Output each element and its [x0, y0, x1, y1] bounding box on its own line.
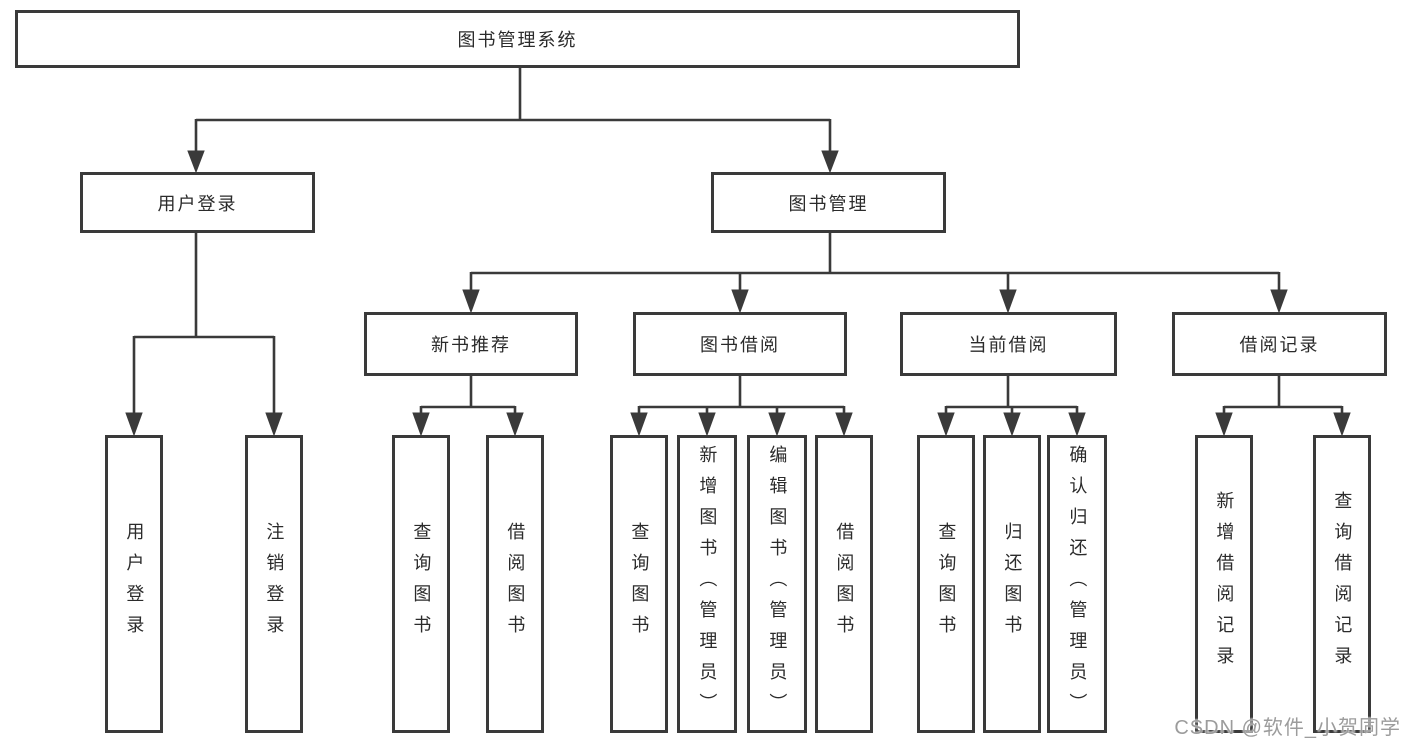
book-management-branch-box: 图书管理 — [711, 172, 946, 233]
root-box: 图书管理系统 — [15, 10, 1020, 68]
leaf-borrow-add-book-admin: 新增图书（管理员） — [677, 435, 737, 733]
leaf-current-query-book: 查询图书 — [917, 435, 975, 733]
csdn-watermark: CSDN @软件_小贺同学 — [1174, 717, 1401, 739]
leaf-current-return-book-label: 归还图书 — [1002, 522, 1023, 646]
leaf-recommend-query-book: 查询图书 — [392, 435, 450, 733]
leaf-logout: 注销登录 — [245, 435, 303, 733]
leaf-current-confirm-return-admin: 确认归还（管理员） — [1047, 435, 1107, 733]
user-login-branch-box: 用户登录 — [80, 172, 315, 233]
borrow-record-box: 借阅记录 — [1172, 312, 1387, 376]
leaf-record-add-borrow-record: 新增借阅记录 — [1195, 435, 1253, 733]
leaf-borrow-borrow-book: 借阅图书 — [815, 435, 873, 733]
leaf-borrow-edit-book-admin-label: 编辑图书（管理员） — [767, 444, 788, 724]
new-book-recommend-box: 新书推荐 — [364, 312, 578, 376]
leaf-current-confirm-return-admin-label: 确认归还（管理员） — [1067, 444, 1088, 724]
book-management-branch-label: 图书管理 — [788, 193, 869, 214]
leaf-user-login-label: 用户登录 — [124, 522, 145, 646]
leaf-record-add-borrow-record-label: 新增借阅记录 — [1214, 491, 1235, 677]
book-borrow-label: 图书借阅 — [700, 335, 780, 355]
leaf-borrow-edit-book-admin: 编辑图书（管理员） — [747, 435, 807, 733]
leaf-recommend-borrow-book-label: 借阅图书 — [505, 522, 526, 646]
leaf-logout-label: 注销登录 — [264, 522, 285, 646]
current-borrow-box: 当前借阅 — [900, 312, 1117, 376]
leaf-user-login: 用户登录 — [105, 435, 163, 733]
leaf-borrow-query-book-label: 查询图书 — [629, 522, 650, 646]
current-borrow-label: 当前借阅 — [968, 335, 1049, 355]
leaf-borrow-query-book: 查询图书 — [610, 435, 668, 733]
book-borrow-box: 图书借阅 — [633, 312, 847, 376]
leaf-current-query-book-label: 查询图书 — [936, 522, 957, 646]
new-book-recommend-label: 新书推荐 — [431, 335, 511, 355]
root-label: 图书管理系统 — [457, 30, 578, 50]
leaf-borrow-borrow-book-label: 借阅图书 — [834, 522, 855, 646]
leaf-current-return-book: 归还图书 — [983, 435, 1041, 733]
user-login-branch-label: 用户登录 — [157, 193, 238, 214]
leaf-record-query-borrow-record-label: 查询借阅记录 — [1332, 491, 1353, 677]
leaf-borrow-add-book-admin-label: 新增图书（管理员） — [697, 444, 718, 724]
leaf-recommend-query-book-label: 查询图书 — [411, 522, 432, 646]
leaf-record-query-borrow-record: 查询借阅记录 — [1313, 435, 1371, 733]
leaf-recommend-borrow-book: 借阅图书 — [486, 435, 544, 733]
borrow-record-label: 借阅记录 — [1239, 335, 1320, 355]
